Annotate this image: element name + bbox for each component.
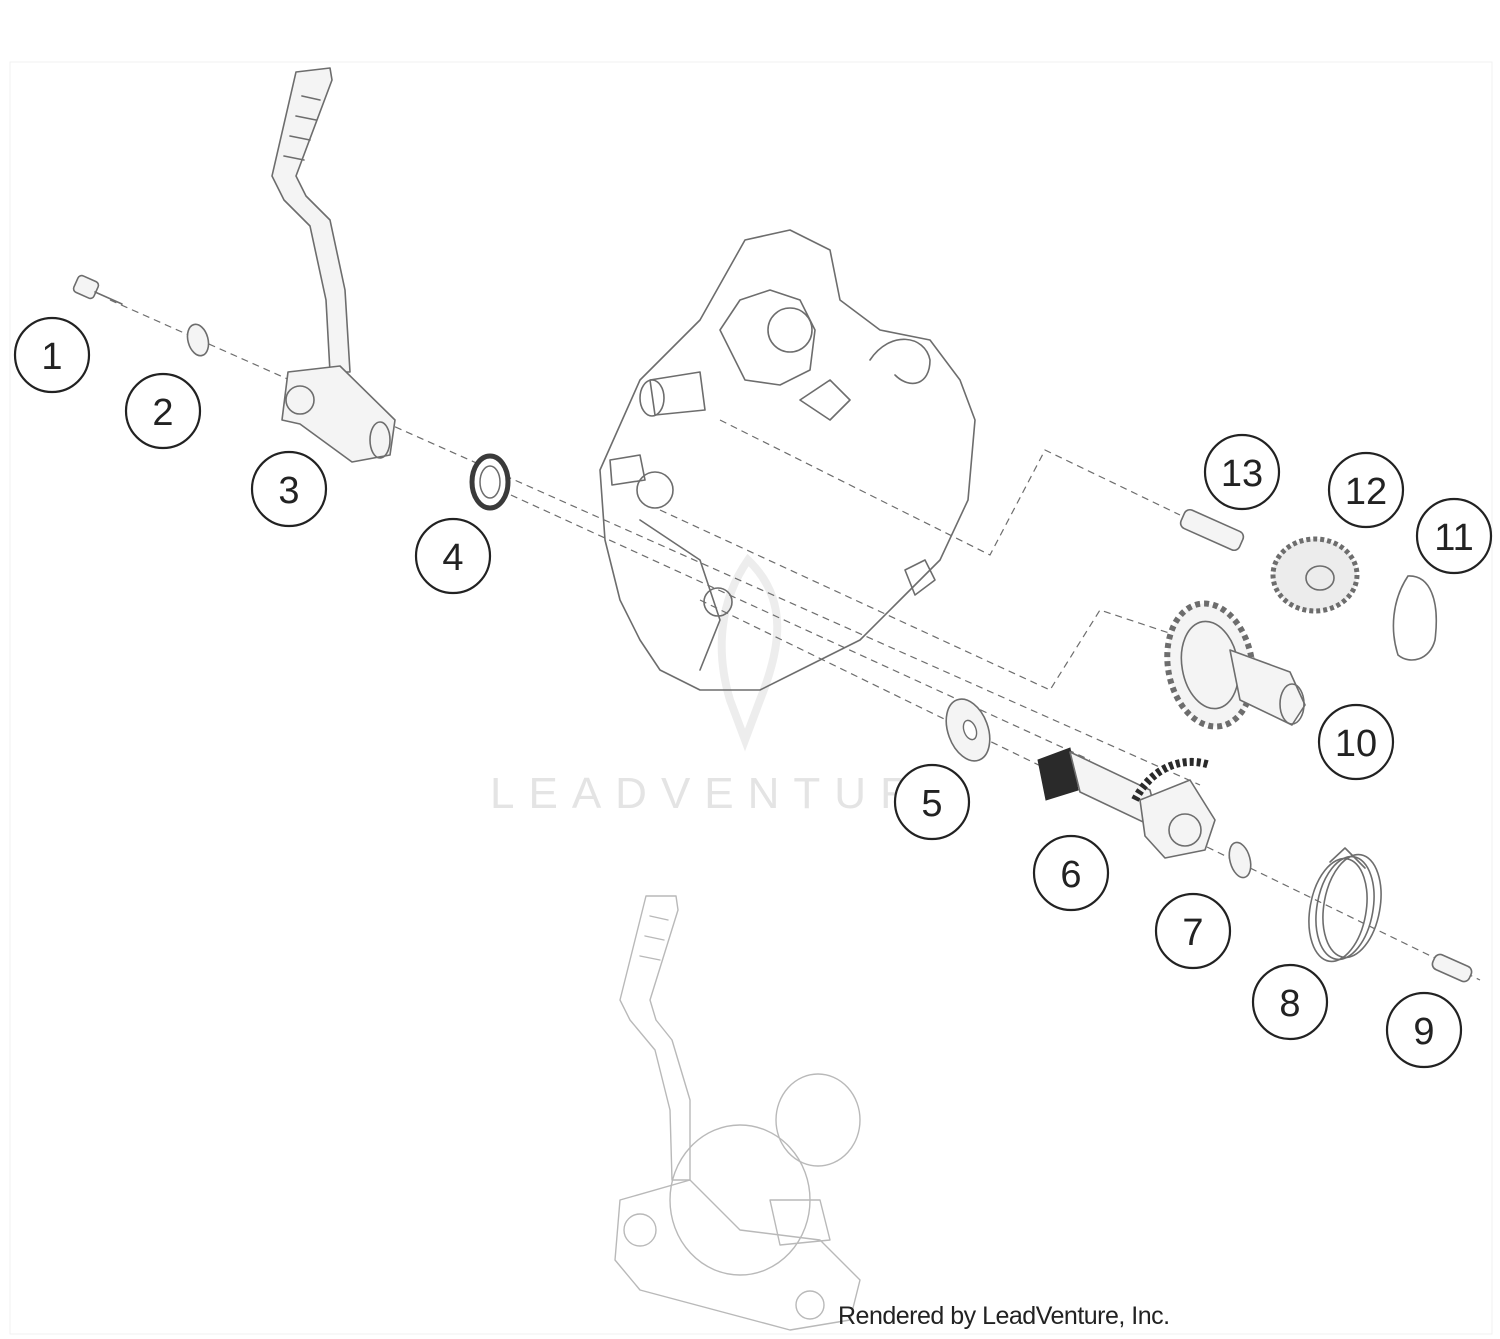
- kickstart-shaft-part: [1037, 747, 1216, 859]
- svg-text:12: 12: [1345, 471, 1387, 513]
- callout-10: 10: [1317, 703, 1395, 781]
- svg-text:13: 13: [1221, 453, 1263, 495]
- circlip-part: [1392, 575, 1438, 661]
- svg-text:4: 4: [442, 537, 463, 579]
- svg-text:10: 10: [1335, 723, 1377, 765]
- callout-9: 9: [1385, 991, 1463, 1069]
- small-washer-part: [1228, 841, 1252, 879]
- callout-13: 13: [1203, 433, 1281, 511]
- callout-4: 4: [414, 517, 492, 595]
- seal-ring-part: [469, 453, 511, 511]
- callout-8: 8: [1251, 963, 1329, 1041]
- callout-6: 6: [1032, 834, 1110, 912]
- svg-text:5: 5: [921, 783, 942, 825]
- render-credit: Rendered by LeadVenture, Inc.: [838, 1302, 1170, 1330]
- callout-5: 5: [893, 763, 971, 841]
- kick-lever-part: [271, 67, 396, 463]
- callout-7: 7: [1154, 892, 1232, 970]
- callout-2: 2: [124, 372, 202, 450]
- svg-text:2: 2: [152, 392, 173, 434]
- svg-text:7: 7: [1182, 912, 1203, 954]
- svg-text:9: 9: [1413, 1011, 1434, 1053]
- callout-11: 11: [1415, 497, 1493, 575]
- thrust-washer-part: [945, 698, 991, 762]
- callout-3: 3: [250, 450, 328, 528]
- svg-text:8: 8: [1279, 983, 1300, 1025]
- clutch-cover-housing: [599, 229, 976, 691]
- small-gear-part: [1270, 536, 1360, 614]
- assembled-view: [614, 895, 861, 1331]
- svg-text:1: 1: [41, 336, 62, 378]
- watermark-logo: [717, 553, 782, 752]
- idler-gear-part: [1164, 600, 1306, 730]
- callout-12: 12: [1327, 451, 1405, 529]
- washer-part: [186, 323, 210, 357]
- svg-text:3: 3: [278, 470, 299, 512]
- svg-text:11: 11: [1434, 517, 1473, 559]
- bushing-part: [1179, 508, 1245, 552]
- svg-text:6: 6: [1060, 854, 1081, 896]
- watermark-text: LEADVENTURE: [490, 769, 969, 818]
- callout-1: 1: [13, 316, 91, 394]
- torsion-spring-part: [1308, 847, 1382, 963]
- bolt-part: [72, 274, 123, 305]
- pin-part: [1431, 953, 1473, 983]
